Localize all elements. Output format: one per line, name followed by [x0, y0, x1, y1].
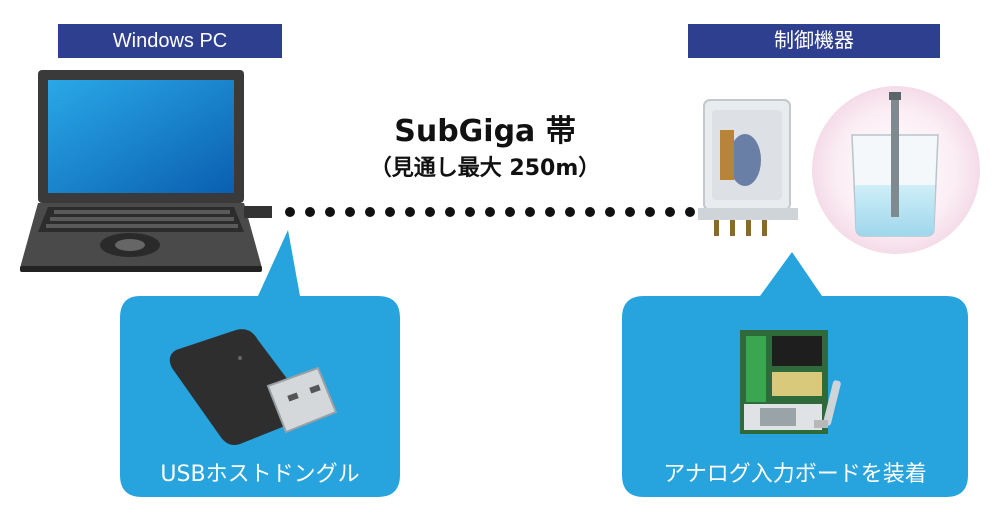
wireless-link-dots: [285, 207, 695, 217]
device-header: 制御機器: [688, 24, 940, 58]
relay-icon: [698, 99, 798, 236]
usb-dongle-label: USBホストドングル: [160, 462, 360, 487]
laptop-icon: [20, 70, 272, 272]
band-title: SubGiga 帯: [394, 114, 576, 149]
analog-board-icon: [740, 330, 841, 434]
beaker-sensor-icon: [812, 86, 980, 254]
usb-dongle-icon: [169, 329, 338, 445]
analog-board-label: アナログ入力ボードを装着: [663, 462, 927, 487]
pc-header: Windows PC: [58, 24, 282, 58]
range-subtitle: （見通し最大 250m）: [369, 156, 601, 181]
